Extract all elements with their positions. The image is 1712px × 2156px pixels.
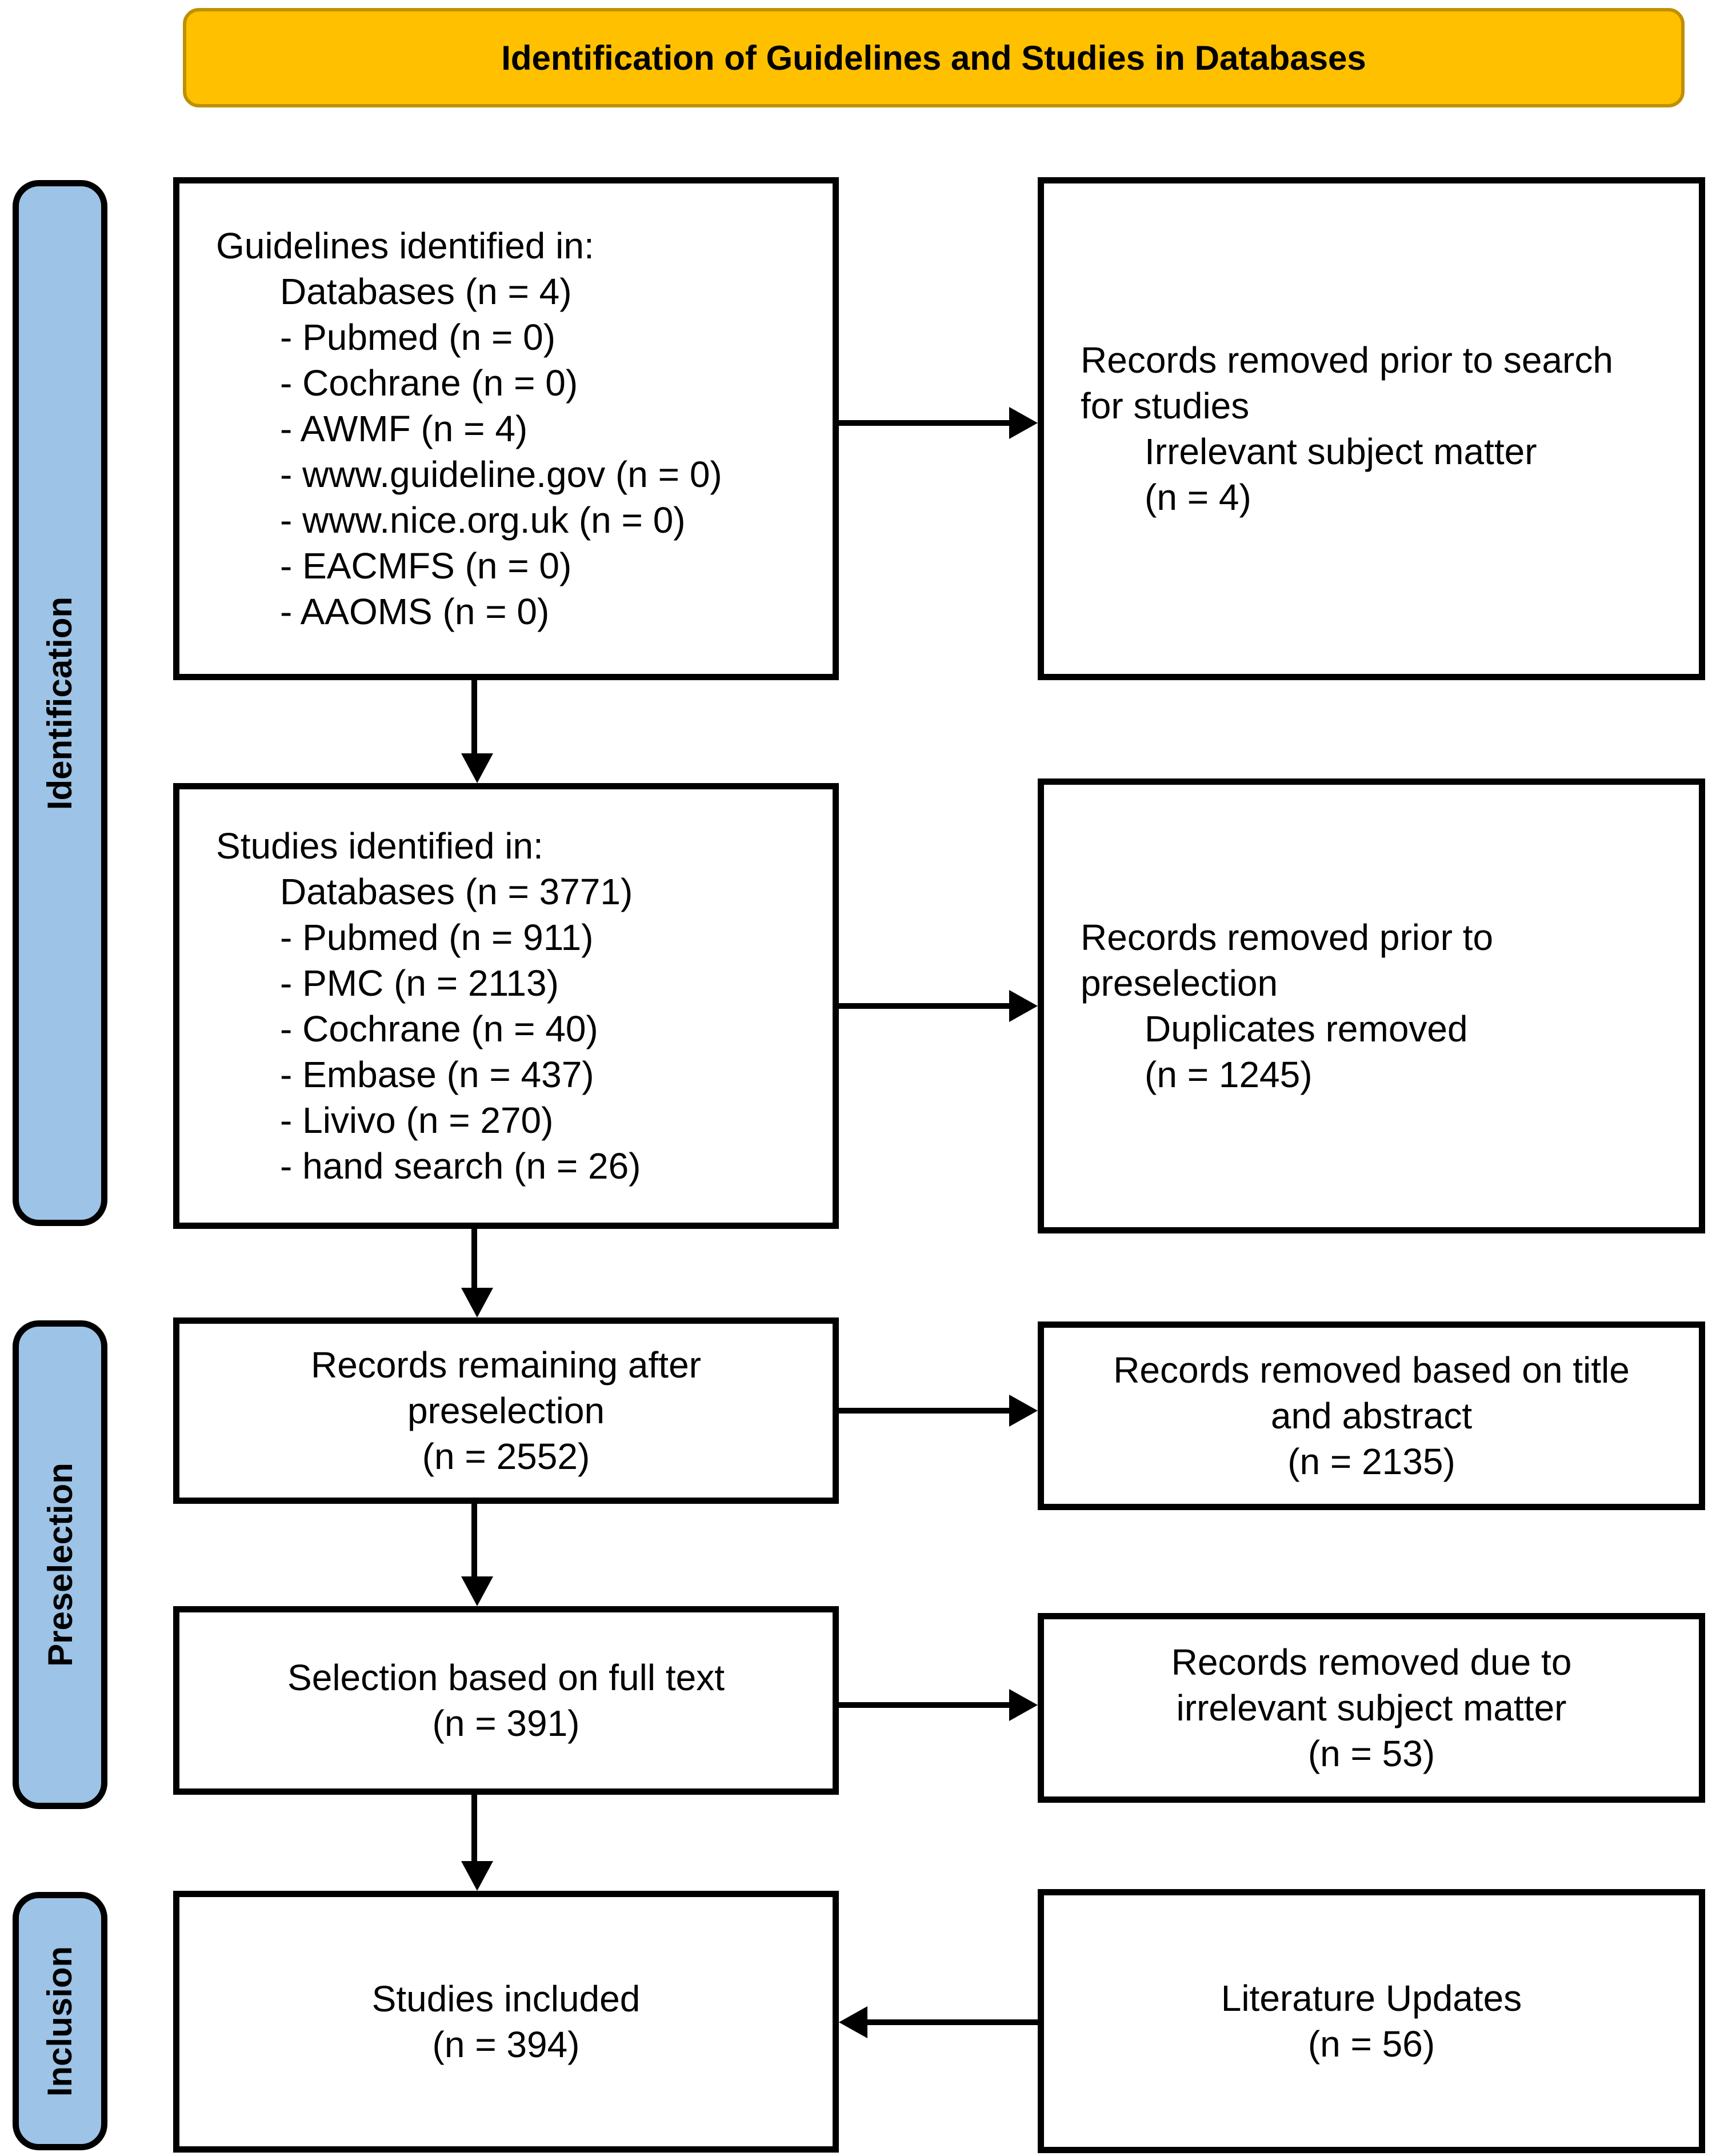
arrow-row1-head-right-icon [1009, 407, 1038, 439]
box-line: Studies included [371, 1978, 641, 2019]
box-line: Records removed due to [1171, 1642, 1572, 1683]
box-line: - AWMF (n = 4) [280, 408, 528, 449]
box-line: - www.guideline.gov (n = 0) [280, 454, 722, 495]
arrow-row2-head-right-icon [1009, 990, 1038, 1022]
box-line: for studies [1081, 385, 1250, 426]
box-line: (n = 56) [1307, 2023, 1435, 2065]
box-line: (n = 2135) [1287, 1441, 1455, 1482]
arrow-v3-head-down-icon [461, 1576, 493, 1606]
arrow-row5-line [865, 2019, 1038, 2025]
box-literature-updates: Literature Updates (n = 56) [1038, 1889, 1705, 2153]
box-records-removed-irrelevant: Records removed due to irrelevant subjec… [1038, 1613, 1705, 1803]
stage-preselection-label: Preselection [41, 1463, 79, 1667]
box-line: (n = 1245) [1145, 1054, 1313, 1095]
box-line: - PMC (n = 2113) [280, 963, 559, 1004]
box-line: Duplicates removed [1145, 1008, 1468, 1049]
box-line: (n = 391) [432, 1703, 580, 1744]
box-line: - Pubmed (n = 0) [280, 317, 555, 358]
stage-inclusion: Inclusion [13, 1892, 107, 2150]
box-line: - Embase (n = 437) [280, 1054, 594, 1095]
box-line: Records removed prior to search [1081, 340, 1613, 381]
arrow-v1-line [471, 680, 477, 754]
arrow-v2-line [471, 1229, 477, 1289]
box-records-removed-prior-preselection: Records removed prior to preselection Du… [1038, 778, 1705, 1233]
stage-identification: Identification [13, 180, 107, 1226]
box-line: - Cochrane (n = 0) [280, 362, 578, 404]
box-line: Selection based on full text [287, 1657, 725, 1698]
box-line: Records remaining after [311, 1344, 701, 1386]
box-line: and abstract [1270, 1395, 1473, 1436]
box-line: (n = 394) [432, 2024, 580, 2065]
stage-inclusion-label: Inclusion [41, 1946, 79, 2097]
box-line: preselection [407, 1390, 605, 1431]
diagram-title: Identification of Guidelines and Studies… [501, 38, 1366, 77]
arrow-v3-line [471, 1504, 477, 1578]
box-line: Guidelines identified in: [216, 225, 594, 266]
arrow-row3-head-right-icon [1009, 1395, 1038, 1427]
box-line: Irrelevant subject matter [1145, 431, 1537, 472]
box-line: - hand search (n = 26) [280, 1145, 641, 1187]
box-line: (n = 4) [1145, 477, 1251, 518]
box-selection-full-text: Selection based on full text (n = 391) [173, 1606, 839, 1795]
box-line: Records removed prior to [1081, 917, 1494, 958]
box-line: - EACMFS (n = 0) [280, 545, 572, 586]
arrow-v1-head-down-icon [461, 753, 493, 783]
arrow-row2-line [839, 1003, 1011, 1009]
box-records-remaining: Records remaining after preselection (n … [173, 1317, 839, 1504]
arrow-row3-line [839, 1408, 1011, 1414]
box-line: - Pubmed (n = 911) [280, 917, 594, 958]
box-line: Literature Updates [1221, 1978, 1522, 2019]
arrow-v4-head-down-icon [461, 1861, 493, 1891]
arrow-row1-line [839, 420, 1011, 426]
box-line: preselection [1081, 963, 1278, 1004]
arrow-v4-line [471, 1794, 477, 1862]
title-banner: Identification of Guidelines and Studies… [183, 8, 1685, 107]
box-line: (n = 53) [1307, 1733, 1435, 1774]
box-guidelines-identified: Guidelines identified in: Databases (n =… [173, 177, 839, 680]
stage-identification-label: Identification [41, 596, 79, 810]
box-line: irrelevant subject matter [1176, 1687, 1567, 1728]
box-records-removed-title-abstract: Records removed based on title and abstr… [1038, 1321, 1705, 1510]
box-line: - Cochrane (n = 40) [280, 1008, 598, 1049]
box-line: Records removed based on title [1113, 1350, 1630, 1391]
box-line: Studies identified in: [216, 825, 543, 867]
arrow-v2-head-down-icon [461, 1288, 493, 1317]
arrow-row4-head-right-icon [1009, 1689, 1038, 1721]
box-studies-included: Studies included (n = 394) [173, 1891, 839, 2153]
box-line: Databases (n = 4) [280, 271, 572, 312]
stage-preselection: Preselection [13, 1320, 107, 1809]
arrow-row4-line [839, 1702, 1011, 1708]
box-records-removed-prior-search: Records removed prior to search for stud… [1038, 177, 1705, 680]
box-line: Databases (n = 3771) [280, 871, 633, 912]
box-line: - Livivo (n = 270) [280, 1100, 554, 1141]
box-line: (n = 2552) [422, 1436, 590, 1477]
box-line: - AAOMS (n = 0) [280, 591, 550, 632]
box-studies-identified: Studies identified in: Databases (n = 37… [173, 783, 839, 1229]
box-line: - www.nice.org.uk (n = 0) [280, 500, 686, 541]
arrow-row5-head-left-icon [839, 2006, 867, 2038]
